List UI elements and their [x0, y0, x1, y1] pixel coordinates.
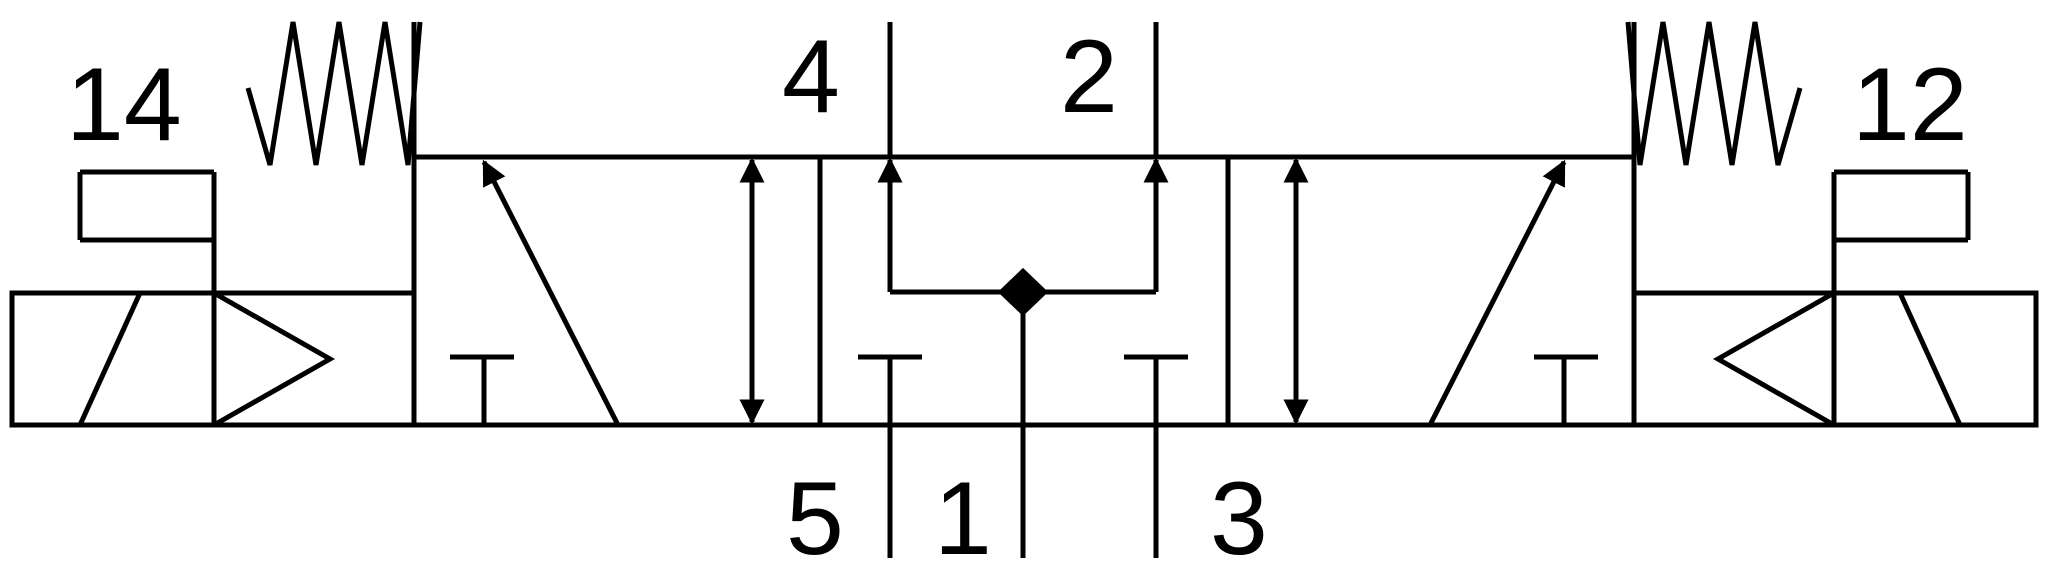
right-spring-icon [1625, 21, 1803, 166]
right-position-diagonal-arrow-icon [1427, 159, 1567, 427]
left-solenoid-pilot-triangle-icon [212, 290, 336, 428]
right-solenoid-pilot-triangle-icon [1712, 290, 1836, 428]
check-valve-icon [997, 267, 1049, 317]
pilot-label-right: 12 [1852, 47, 1968, 163]
left-position-diagonal-arrow-icon [481, 159, 621, 427]
right-position [1283, 157, 1598, 427]
right-pilot-port-symbol-icon [1831, 169, 1971, 293]
right-solenoid-operator [1631, 169, 2039, 428]
port-label-1: 1 [934, 461, 992, 574]
pilot-label-left: 14 [66, 47, 182, 163]
port-label-4: 4 [782, 19, 840, 135]
right-solenoid-winding-icon [1897, 291, 1963, 427]
left-position [450, 157, 765, 427]
left-pilot-port-symbol-icon [77, 169, 217, 293]
port-label-3: 3 [1210, 461, 1268, 574]
port-label-5: 5 [786, 461, 844, 574]
right-solenoid-box [1831, 290, 2039, 428]
left-solenoid-operator [9, 169, 417, 428]
port-label-2: 2 [1060, 19, 1118, 135]
left-spring-icon [245, 21, 423, 166]
port-lines [887, 22, 1159, 558]
left-solenoid-box [9, 290, 217, 428]
right-position-blocked-port-icon [1534, 354, 1598, 425]
left-solenoid-winding-icon [77, 291, 143, 427]
left-position-blocked-port-icon [450, 354, 514, 425]
